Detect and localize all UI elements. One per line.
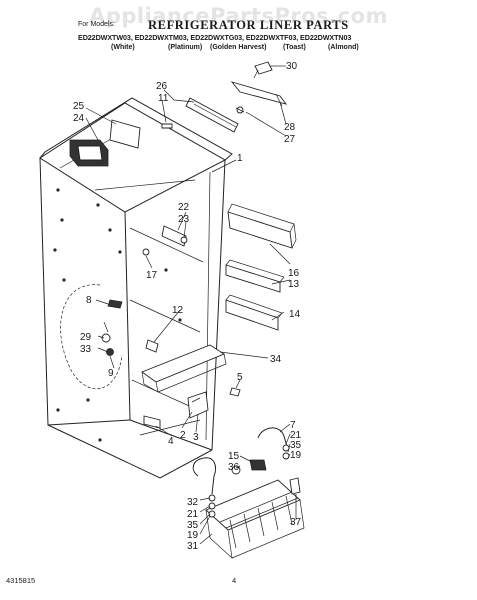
callout-3: 3	[193, 432, 199, 443]
callout-5: 5	[237, 372, 243, 383]
callout-22: 22	[178, 202, 190, 213]
callout-37: 37	[290, 517, 302, 528]
part-34-shelf	[141, 344, 227, 393]
part-4-block	[143, 415, 161, 429]
callout-19-top: 19	[290, 450, 302, 461]
callout-16: 16	[288, 268, 300, 279]
part-24-25-control	[69, 119, 141, 167]
part-36-15-fitting	[231, 459, 267, 475]
part-13-rail	[225, 259, 285, 293]
part-30-clip	[253, 61, 273, 79]
callout-17: 17	[146, 270, 158, 281]
part-2-3-bracket	[187, 391, 209, 419]
callout-9: 9	[108, 368, 114, 379]
part-8-cam	[107, 299, 123, 309]
callout-27: 27	[284, 134, 296, 145]
callout-4: 4	[168, 436, 174, 447]
callout-31: 31	[187, 541, 199, 552]
finish-golden-harvest: (Golden Harvest)	[210, 44, 267, 51]
finish-toast: (Toast)	[283, 44, 306, 51]
finish-almond: (Almond)	[328, 44, 359, 51]
page-number: 4	[232, 576, 237, 585]
callout-25: 25	[73, 101, 85, 112]
finish-platinum: (Platinum)	[168, 44, 203, 51]
callout-21-top: 21	[290, 430, 302, 441]
part-12-clip	[145, 339, 159, 353]
callout-21-bottom: 21	[187, 509, 199, 520]
watermark: AppliancePartsPros.com	[89, 4, 388, 28]
callout-14: 14	[289, 309, 301, 320]
liner-body	[39, 97, 233, 479]
part-11-screw	[161, 123, 173, 129]
part-37-fitting	[289, 477, 301, 495]
callout-26: 26	[156, 81, 168, 92]
page-title: REFRIGERATOR LINER PARTS	[148, 18, 349, 32]
model-numbers: ED22DWXTW03, ED22DWXTM03, ED22DWXTG03, E…	[78, 33, 352, 42]
callout-35-top: 35	[290, 440, 302, 451]
callout-35-bottom: 35	[187, 520, 199, 531]
callout-29: 29	[80, 332, 92, 343]
part-31-evaporator-tray	[205, 479, 305, 559]
part-26-rail	[185, 97, 239, 133]
part-22-23-bracket	[161, 225, 188, 247]
callout-8: 8	[86, 295, 92, 306]
part-17-plug	[142, 248, 150, 256]
callout-33: 33	[80, 344, 92, 355]
callout-32: 32	[187, 497, 199, 508]
callout-19-bottom: 19	[187, 530, 199, 541]
liner-holes	[53, 188, 182, 442]
leader-lines	[85, 65, 297, 545]
callout-23: 23	[178, 214, 190, 225]
part-32-35-19-tube	[192, 457, 217, 518]
for-models-label: For Models:	[78, 21, 115, 28]
callout-30: 30	[286, 61, 298, 72]
part-28-bracket	[230, 81, 288, 107]
part-14-rail	[225, 294, 283, 331]
part-7-21-35-19-tube	[257, 427, 290, 460]
callout-12: 12	[172, 305, 184, 316]
callout-2: 2	[180, 430, 186, 441]
callout-15: 15	[228, 451, 240, 462]
callout-numbers: 30 26 11 28 27 25 24 1 22 23 17 16 13 14…	[73, 61, 302, 552]
callout-36: 36	[228, 462, 240, 473]
callout-34: 34	[270, 354, 282, 365]
callout-28: 28	[284, 122, 296, 133]
callout-13: 13	[288, 279, 300, 290]
part-29-33-9-assembly	[101, 321, 114, 356]
callout-1: 1	[237, 153, 243, 164]
part-5-screw	[229, 387, 241, 397]
part-27-screw	[235, 106, 245, 114]
document-code: 4315815	[6, 576, 36, 585]
finish-white: (White)	[111, 44, 135, 51]
callout-7: 7	[290, 420, 296, 431]
part-16-shelf	[227, 203, 297, 249]
callout-11: 11	[158, 93, 169, 104]
callout-24: 24	[73, 113, 85, 124]
